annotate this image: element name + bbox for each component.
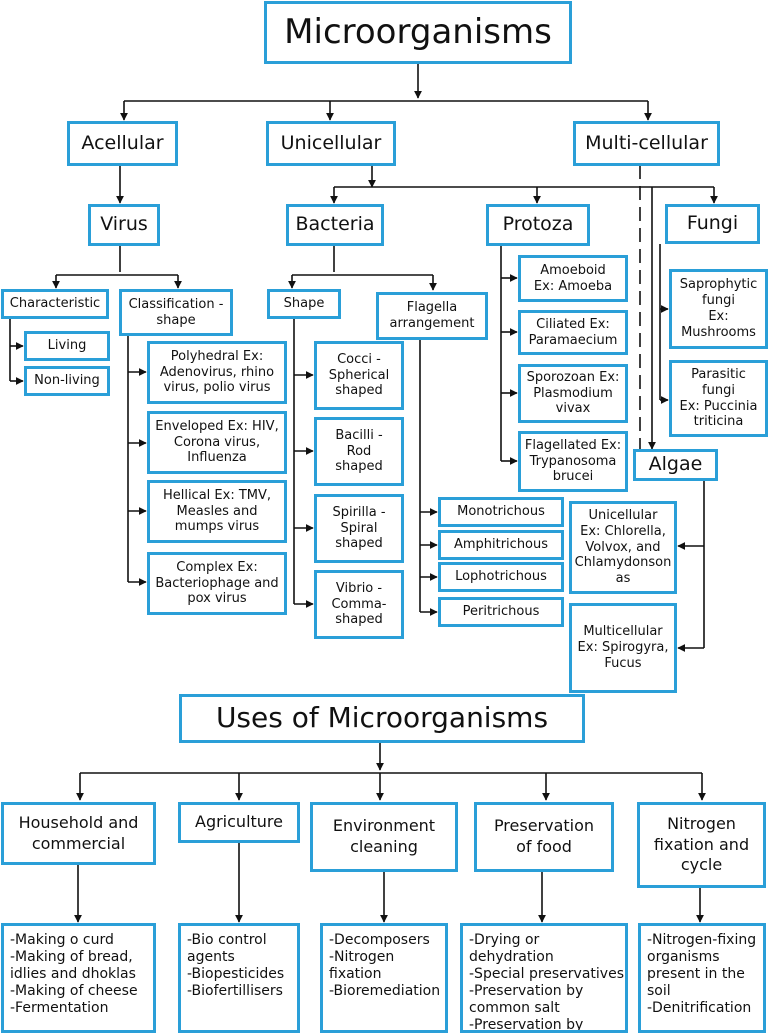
node-living: Living xyxy=(24,331,110,361)
title-microorganisms: Microorganisms xyxy=(264,1,572,64)
list-preservation: -Drying or dehydration -Special preserva… xyxy=(460,923,628,1033)
node-parasitic: Parasitic fungi Ex: Puccinia triticina xyxy=(669,360,768,437)
use-environment: Environment cleaning xyxy=(310,802,458,872)
use-household: Household and commercial xyxy=(1,802,156,865)
node-non-living: Non-living xyxy=(24,366,110,396)
node-fungi: Fungi xyxy=(665,204,760,244)
node-vibrio: Vibrio - Comma- shaped xyxy=(314,570,404,639)
list-environment: -Decomposers -Nitrogen fixation -Bioreme… xyxy=(320,923,448,1033)
node-polyhedral: Polyhedral Ex: Adenovirus, rhino virus, … xyxy=(147,341,287,404)
node-amphitrichous: Amphitrichous xyxy=(438,530,564,560)
node-peritrichous: Peritrichous xyxy=(438,597,564,627)
node-sporozoan: Sporozoan Ex: Plasmodium vivax xyxy=(518,364,628,423)
node-classification-shape: Classification - shape xyxy=(119,289,233,336)
node-amoeboid: Amoeboid Ex: Amoeba xyxy=(518,255,628,302)
node-lophotrichous: Lophotrichous xyxy=(438,562,564,592)
node-spirilla: Spirilla - Spiral shaped xyxy=(314,494,404,563)
node-cocci: Cocci - Spherical shaped xyxy=(314,341,404,410)
node-acellular: Acellular xyxy=(67,121,178,166)
node-characteristic: Characteristic xyxy=(1,289,109,319)
use-preservation: Preservation of food xyxy=(474,802,614,872)
node-ciliated: Ciliated Ex: Paramaecium xyxy=(518,310,628,355)
node-flagellated: Flagellated Ex: Trypanosoma brucei xyxy=(518,431,628,492)
node-bacilli: Bacilli - Rod shaped xyxy=(314,417,404,486)
node-bacteria: Bacteria xyxy=(286,204,384,246)
node-complex: Complex Ex: Bacteriophage and pox virus xyxy=(147,552,287,615)
node-unicellular: Unicellular xyxy=(266,121,396,166)
node-algae: Algae xyxy=(633,449,718,481)
node-flagella-arrangement: Flagella arrangement xyxy=(376,292,488,340)
node-algae-multicellular: Multicellular Ex: Spirogyra, Fucus xyxy=(569,603,677,693)
node-monotrichous: Monotrichous xyxy=(438,497,564,527)
use-nitrogen: Nitrogen fixation and cycle xyxy=(637,802,766,888)
list-household: -Making o curd -Making of bread, idlies … xyxy=(1,923,156,1033)
node-saprophytic: Saprophytic fungi Ex: Mushrooms xyxy=(669,269,768,349)
use-agriculture: Agriculture xyxy=(178,802,300,843)
node-algae-unicellular: Unicellular Ex: Chlorella, Volvox, and C… xyxy=(569,501,677,594)
title-uses: Uses of Microorganisms xyxy=(179,694,585,743)
node-hellical: Hellical Ex: TMV, Measles and mumps viru… xyxy=(147,480,287,543)
node-virus: Virus xyxy=(88,204,160,246)
node-multicellular: Multi-cellular xyxy=(573,121,720,166)
node-protoza: Protoza xyxy=(486,204,590,246)
node-bacteria-shape: Shape xyxy=(267,289,341,319)
list-nitrogen: -Nitrogen-fixing organisms present in th… xyxy=(638,923,766,1033)
list-agriculture: -Bio control agents -Biopesticides -Biof… xyxy=(178,923,300,1033)
node-enveloped: Enveloped Ex: HIV, Corona virus, Influen… xyxy=(147,411,287,474)
